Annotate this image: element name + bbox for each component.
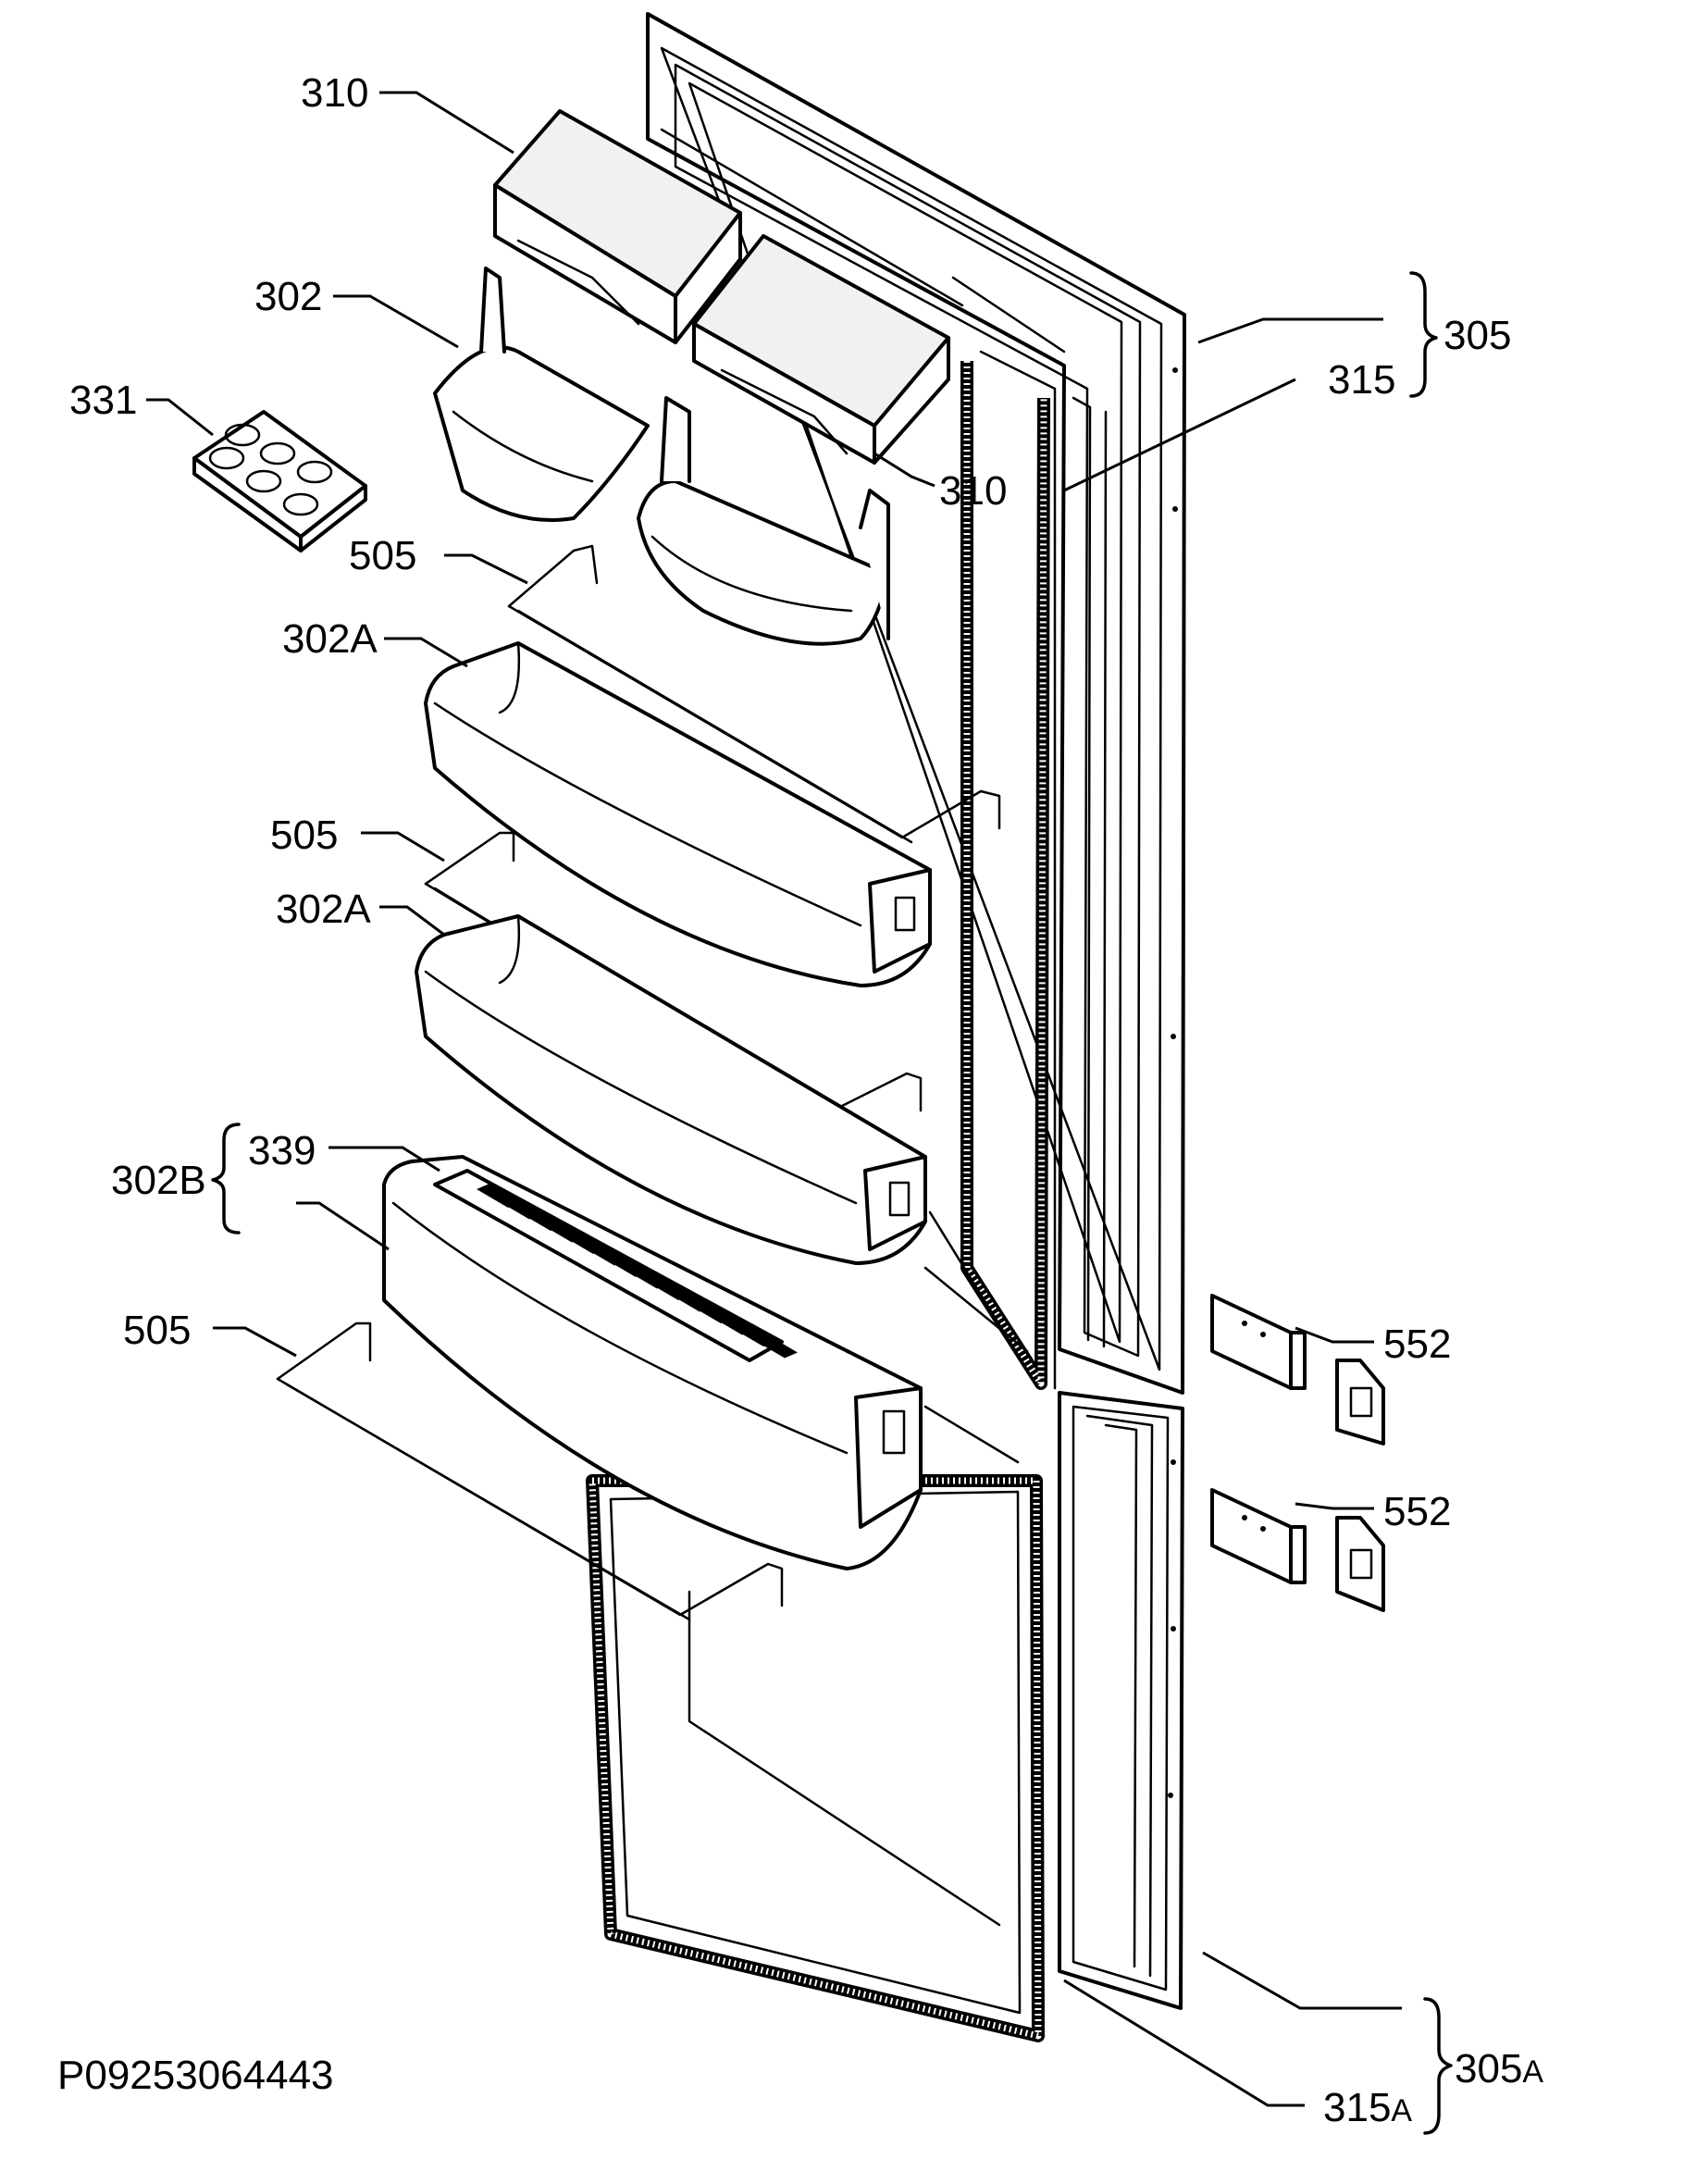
part-labels: 310 302 331 310 505 302A 505 302A 339 30… bbox=[57, 70, 1543, 2130]
leader-lines bbox=[146, 91, 1402, 2107]
label-315: 315 bbox=[1328, 357, 1395, 403]
rack-slat bbox=[753, 1334, 798, 1359]
hinge-upper bbox=[1210, 1294, 1385, 1446]
label-302: 302 bbox=[254, 274, 322, 319]
lower-door bbox=[1058, 1391, 1184, 2010]
label-310-right: 310 bbox=[939, 468, 1007, 514]
door-shelf-top bbox=[433, 267, 650, 522]
brace-305 bbox=[1409, 271, 1438, 398]
label-505-2: 505 bbox=[270, 813, 338, 858]
lower-door-shelf bbox=[382, 1155, 923, 1570]
door-shelf-right bbox=[637, 396, 890, 646]
hinge-lower bbox=[1210, 1488, 1385, 1612]
label-552-upper: 552 bbox=[1383, 1322, 1451, 1367]
label-302A-2: 302A bbox=[276, 887, 371, 932]
label-505-1: 505 bbox=[349, 533, 416, 578]
shelf-cover-left bbox=[493, 109, 742, 344]
bottle-shelf-2 bbox=[415, 914, 927, 1265]
reference-code: P09253064443 bbox=[57, 2053, 334, 2098]
wire-rail-1 bbox=[507, 544, 1001, 844]
shelf-cover-right bbox=[692, 234, 950, 465]
egg-tray bbox=[192, 410, 367, 552]
bottle-rack bbox=[433, 1169, 798, 1362]
label-310-top: 310 bbox=[301, 70, 368, 116]
label-315A: 315A bbox=[1323, 2085, 1412, 2130]
label-552-lower: 552 bbox=[1383, 1489, 1451, 1534]
label-302A-1: 302A bbox=[282, 616, 378, 662]
label-305A: 305A bbox=[1455, 2046, 1543, 2091]
brace-305A bbox=[1423, 1997, 1453, 2135]
upper-gasket bbox=[923, 350, 1057, 1390]
upper-door bbox=[646, 12, 1186, 1395]
label-302B: 302B bbox=[111, 1158, 206, 1203]
label-505-3: 505 bbox=[123, 1308, 191, 1353]
label-331: 331 bbox=[69, 378, 137, 423]
wire-rail-3 bbox=[276, 1322, 784, 1621]
label-305: 305 bbox=[1443, 313, 1511, 358]
bottle-shelf-1 bbox=[424, 641, 932, 987]
brace-302B bbox=[211, 1123, 241, 1235]
label-339: 339 bbox=[248, 1128, 316, 1173]
